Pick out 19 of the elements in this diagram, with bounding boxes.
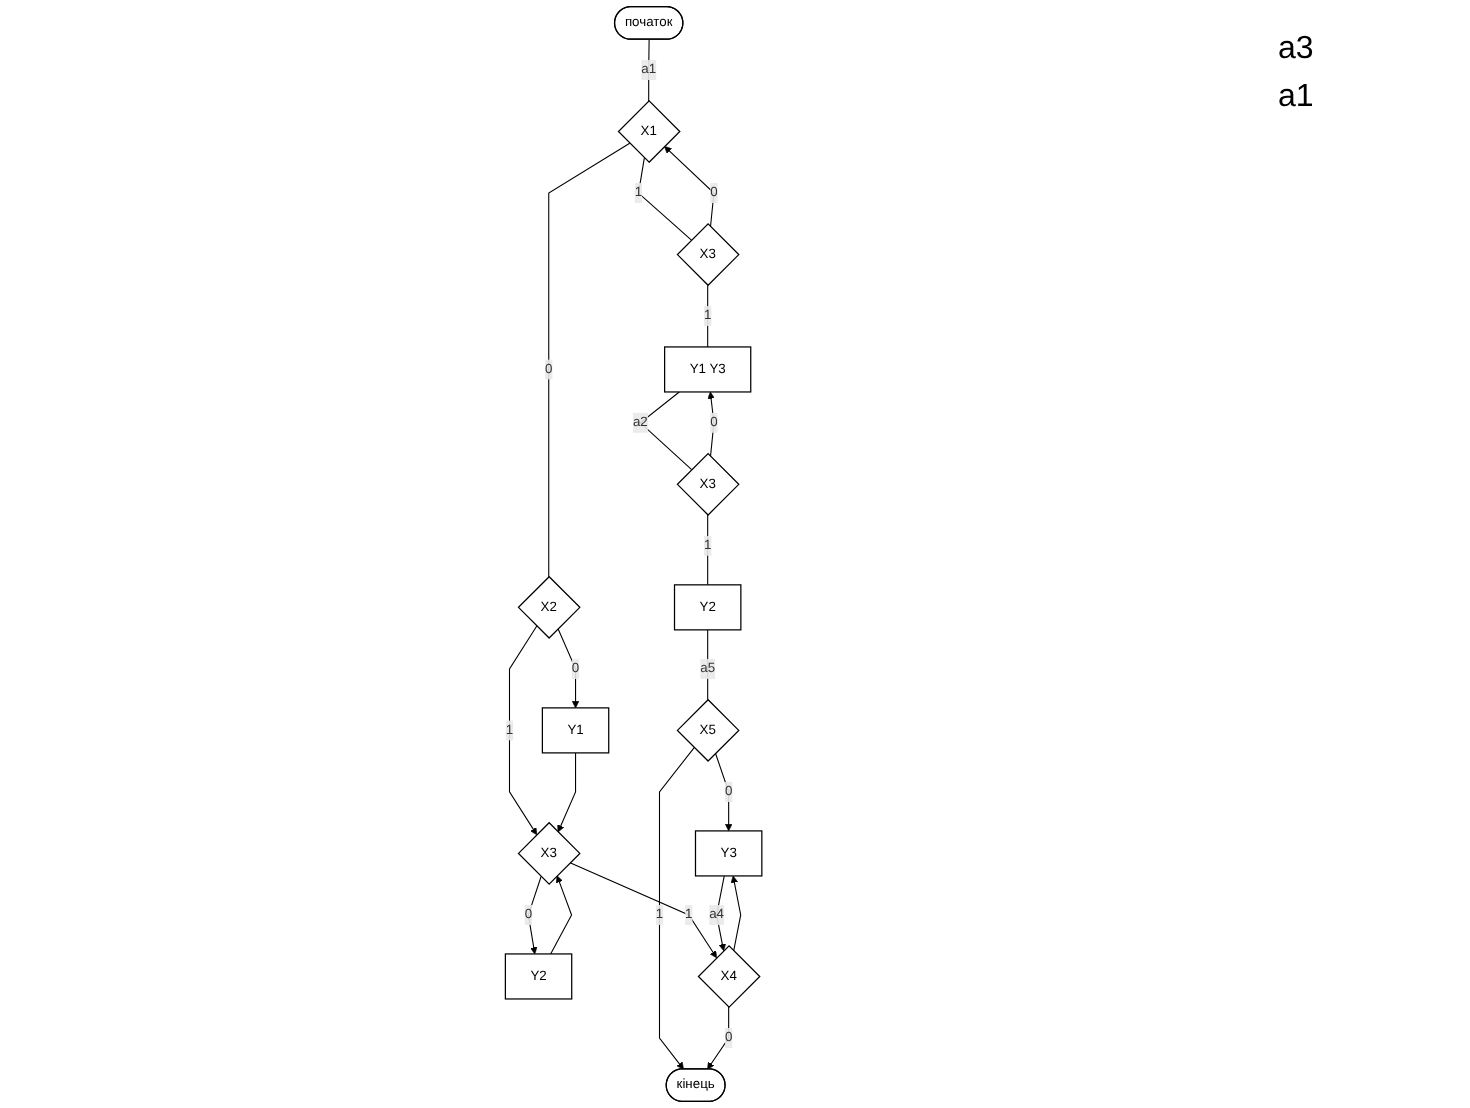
arrow: [714, 752, 732, 832]
arrow: [730, 875, 741, 952]
connector: [547, 142, 630, 578]
arrow: [556, 752, 576, 833]
state-mark-label: a3: [1278, 32, 1316, 68]
connector: [706, 629, 708, 701]
arrow: [658, 747, 695, 1070]
arrow: [508, 625, 537, 836]
state-mark-label: a1: [1278, 80, 1316, 116]
arrow: [568, 862, 717, 959]
connector: [637, 157, 692, 241]
arrow: [527, 875, 542, 955]
connector: [647, 39, 650, 102]
arrow: [706, 391, 715, 457]
arrow: [556, 628, 579, 709]
arrow: [549, 875, 572, 955]
arrow: [715, 875, 726, 952]
arrow: [706, 1006, 729, 1070]
arrow: [663, 146, 714, 228]
